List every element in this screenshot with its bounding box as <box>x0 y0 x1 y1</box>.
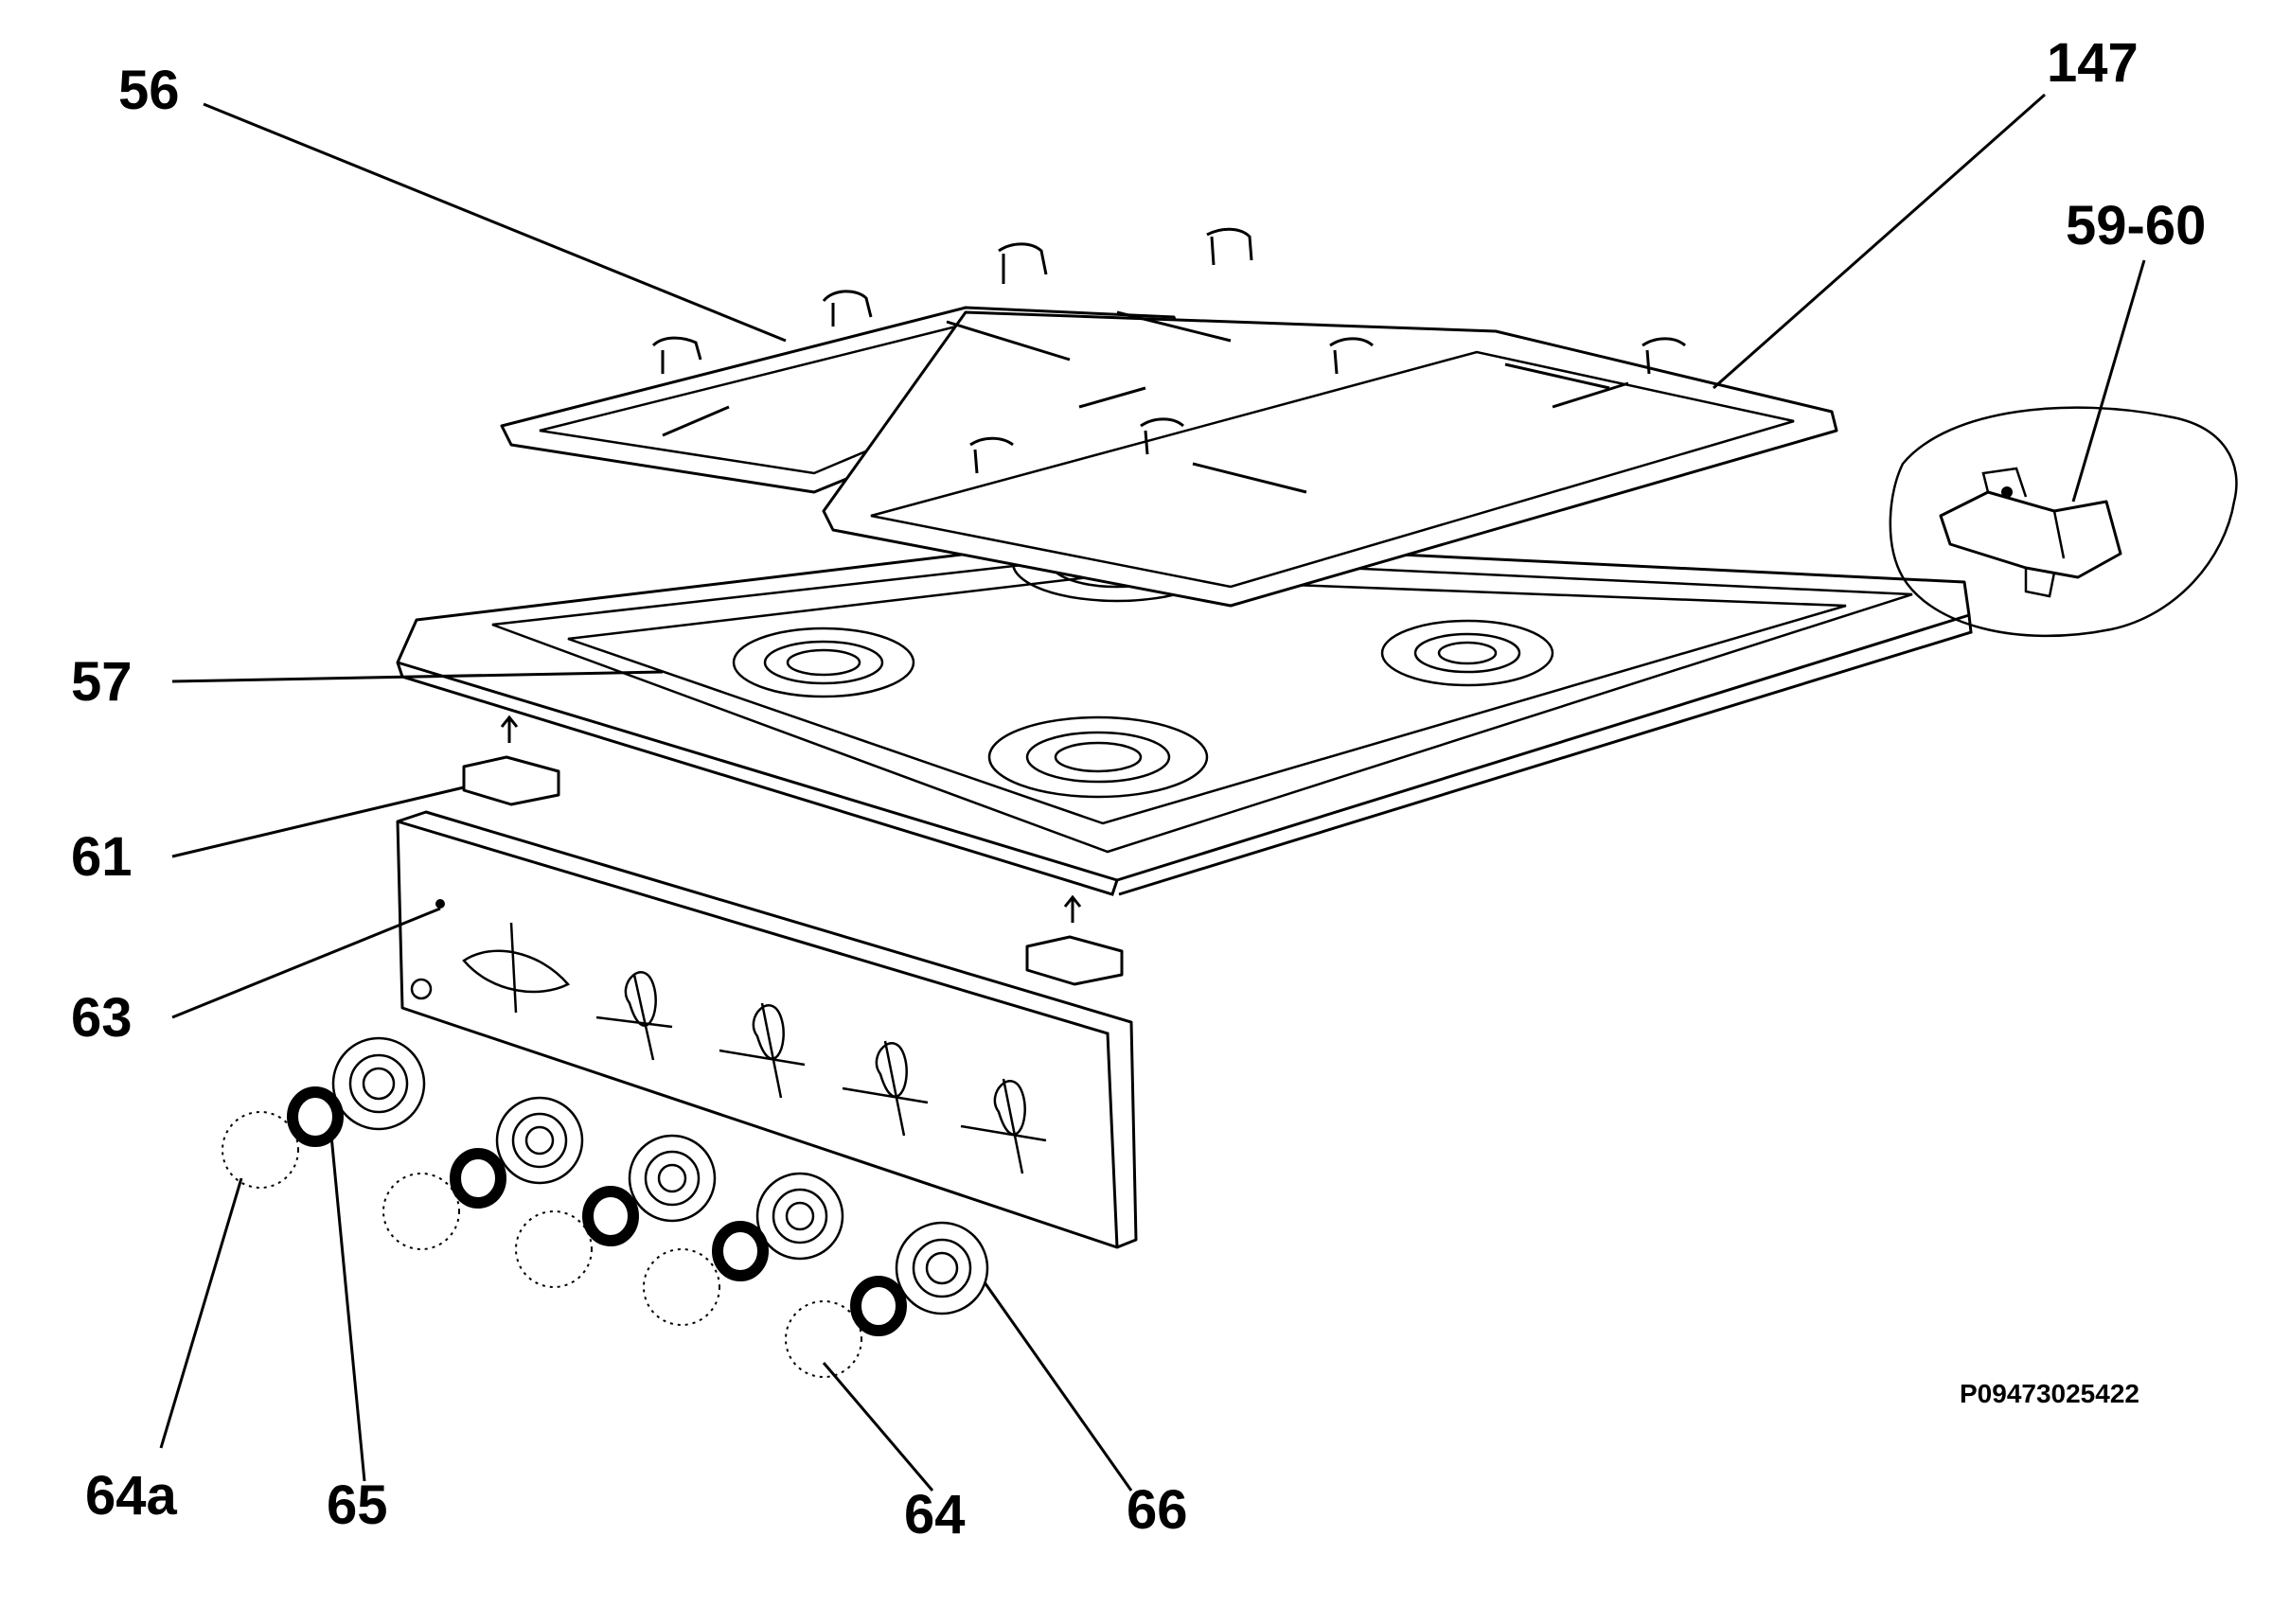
drawing-code: P09473025422 <box>1960 1379 2139 1408</box>
label-63: 63 <box>71 987 133 1049</box>
label-57: 57 <box>71 651 133 713</box>
knob-set-1 <box>222 1036 426 1189</box>
knob-set-2 <box>382 1096 584 1250</box>
knob-set-3 <box>515 1134 717 1288</box>
label-64: 64 <box>904 1484 966 1545</box>
label-59-60: 59-60 <box>2066 195 2206 256</box>
leader-lines <box>159 93 2146 1492</box>
fixing-clip-left <box>462 715 560 806</box>
label-66: 66 <box>1127 1479 1188 1541</box>
label-147: 147 <box>2047 32 2139 94</box>
label-65: 65 <box>327 1474 388 1536</box>
knob-assemblies <box>222 1036 989 1378</box>
label-56: 56 <box>118 60 180 121</box>
burner-front <box>987 715 1209 799</box>
burner-left <box>732 627 915 698</box>
pan-support-grates <box>500 227 1838 608</box>
fixing-clip-right <box>1025 894 1124 986</box>
part-labels: 56 147 59-60 57 61 63 64a 65 64 66 P0947… <box>71 32 2206 1545</box>
label-64a: 64a <box>85 1465 178 1527</box>
burner-right <box>1380 619 1554 687</box>
knob-set-5 <box>785 1221 989 1378</box>
control-panel <box>396 810 1138 1249</box>
spark-generator-detail <box>1889 406 2238 638</box>
label-61: 61 <box>71 826 133 888</box>
knob-symbols <box>462 922 1047 1174</box>
knob-set-4 <box>643 1172 844 1326</box>
